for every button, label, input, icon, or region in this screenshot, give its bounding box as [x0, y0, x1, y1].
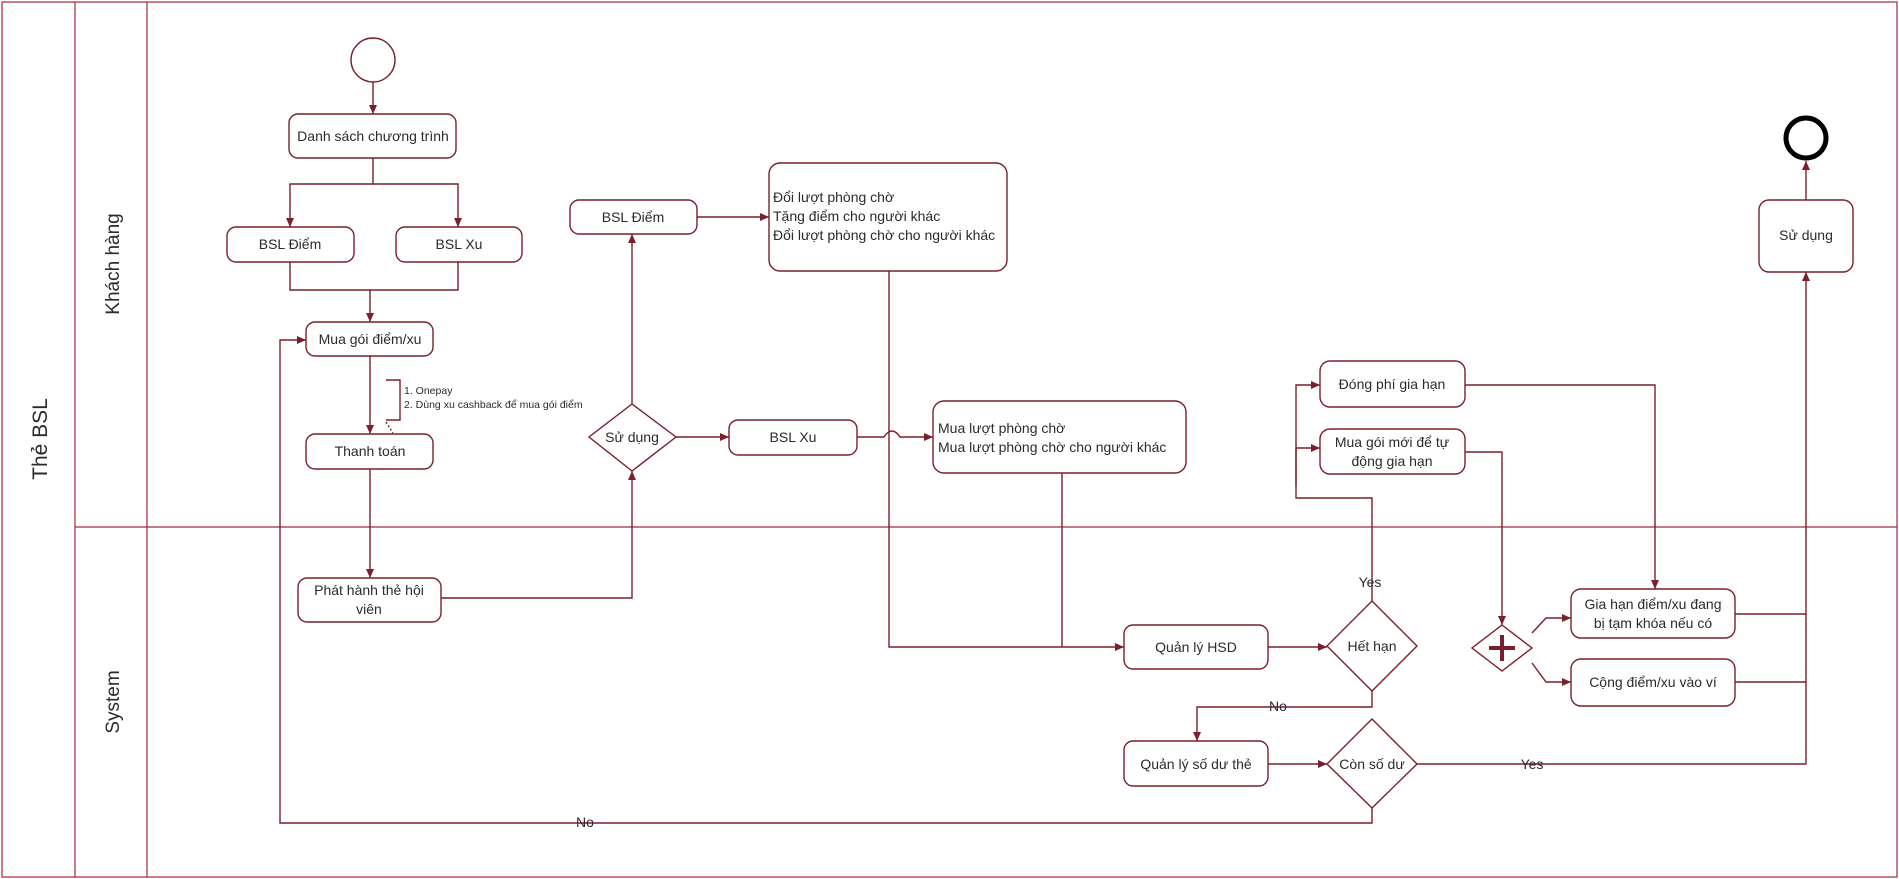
task-bsl-xu-right: BSL Xu	[728, 419, 858, 456]
svg-text:bị tạm khóa nếu có: bị tạm khóa nếu có	[1594, 615, 1713, 631]
svg-text:1. Onepay: 1. Onepay	[404, 385, 453, 397]
svg-text:BSL Xu: BSL Xu	[770, 429, 817, 445]
svg-text:Quản lý HSD: Quản lý HSD	[1155, 639, 1237, 655]
task-xu-actions: Mua lượt phòng chờ Mua lượt phòng chờ ch…	[932, 400, 1187, 474]
flow-edges	[279, 82, 1810, 824]
task-bsl-diem-right: BSL Điểm	[569, 199, 698, 235]
task-renew-fee: Đóng phí gia hạn	[1319, 360, 1466, 408]
task-manage-expiry: Quản lý HSD	[1123, 624, 1269, 670]
start-event	[350, 37, 396, 83]
task-renew-points: Gia hạn điểm/xu đang bị tạm khóa nếu có	[1570, 588, 1736, 639]
task-bsl-xu-left: BSL Xu	[395, 226, 523, 263]
svg-text:Mua gói điểm/xu: Mua gói điểm/xu	[319, 331, 422, 347]
svg-text:Đổi lượt phòng chờ cho người k: Đổi lượt phòng chờ cho người khác	[773, 227, 995, 243]
task-program-list: Danh sách chương trình	[288, 113, 457, 159]
edge-label-no-balance: No	[576, 814, 594, 830]
lane-title-customer: Khách hàng	[103, 213, 124, 314]
task-manage-balance: Quản lý số dư thẻ	[1123, 740, 1269, 787]
edge-label-yes-balance: Yes	[1521, 756, 1544, 772]
svg-text:Còn số dư: Còn số dư	[1339, 756, 1404, 772]
task-use-final: Sử dụng	[1758, 199, 1854, 273]
task-bsl-diem-left: BSL Điểm	[226, 226, 355, 263]
task-payment: Thanh toán	[305, 433, 434, 470]
svg-text:BSL Điểm: BSL Điểm	[259, 236, 322, 252]
svg-text:viên: viên	[356, 601, 382, 617]
svg-text:động gia hạn: động gia hạn	[1352, 453, 1433, 469]
task-diem-actions: Đổi lượt phòng chờ Tặng điểm cho người k…	[768, 162, 1008, 272]
svg-text:Đóng phí gia hạn: Đóng phí gia hạn	[1339, 376, 1446, 392]
svg-text:Đổi lượt phòng chờ: Đổi lượt phòng chờ	[773, 189, 894, 205]
task-new-package-renew: Mua gói mới để tự động gia hạn	[1319, 428, 1466, 475]
svg-text:Sử dụng: Sử dụng	[605, 429, 659, 445]
svg-text:Mua lượt phòng chờ cho người k: Mua lượt phòng chờ cho người khác	[938, 439, 1166, 455]
svg-text:Mua gói mới để tự: Mua gói mới để tự	[1335, 434, 1449, 450]
svg-text:Sử dụng: Sử dụng	[1779, 227, 1833, 243]
task-issue-card: Phát hành thẻ hội viên	[297, 577, 442, 623]
svg-text:Tặng điểm cho người khác: Tặng điểm cho người khác	[773, 208, 940, 224]
svg-text:Thanh toán: Thanh toán	[335, 443, 406, 459]
pool-title: Thẻ BSL	[29, 398, 52, 480]
gateway-balance: Còn số dư	[1326, 718, 1418, 809]
svg-text:2. Dùng xu cashback để mua gói: 2. Dùng xu cashback để mua gói điểm	[404, 399, 583, 411]
task-buy-package: Mua gói điểm/xu	[305, 321, 434, 357]
payment-note: 1. Onepay 2. Dùng xu cashback để mua gói…	[404, 385, 583, 411]
gateway-parallel	[1470, 624, 1534, 672]
svg-text:Danh sách chương trình: Danh sách chương trình	[297, 128, 449, 144]
svg-text:Quản lý số dư thẻ: Quản lý số dư thẻ	[1140, 756, 1252, 772]
lane-title-system: System	[103, 670, 124, 733]
gateway-expired: Hết hạn	[1326, 600, 1418, 692]
edge-label-no-expired: No	[1269, 698, 1287, 714]
svg-text:Mua lượt phòng chờ: Mua lượt phòng chờ	[938, 420, 1065, 436]
svg-text:Hết hạn: Hết hạn	[1347, 638, 1396, 654]
svg-text:BSL Điểm: BSL Điểm	[602, 209, 665, 225]
svg-text:Cộng điểm/xu vào ví: Cộng điểm/xu vào ví	[1589, 674, 1717, 690]
edge-label-yes-expired: Yes	[1359, 574, 1382, 590]
end-event	[1783, 115, 1829, 161]
svg-text:Phát hành thẻ hội: Phát hành thẻ hội	[314, 582, 424, 598]
task-add-points: Cộng điểm/xu vào ví	[1570, 658, 1736, 707]
svg-text:BSL Xu: BSL Xu	[436, 236, 483, 252]
svg-text:Gia hạn điểm/xu đang: Gia hạn điểm/xu đang	[1585, 596, 1722, 612]
gateway-use: Sử dụng	[587, 403, 678, 472]
